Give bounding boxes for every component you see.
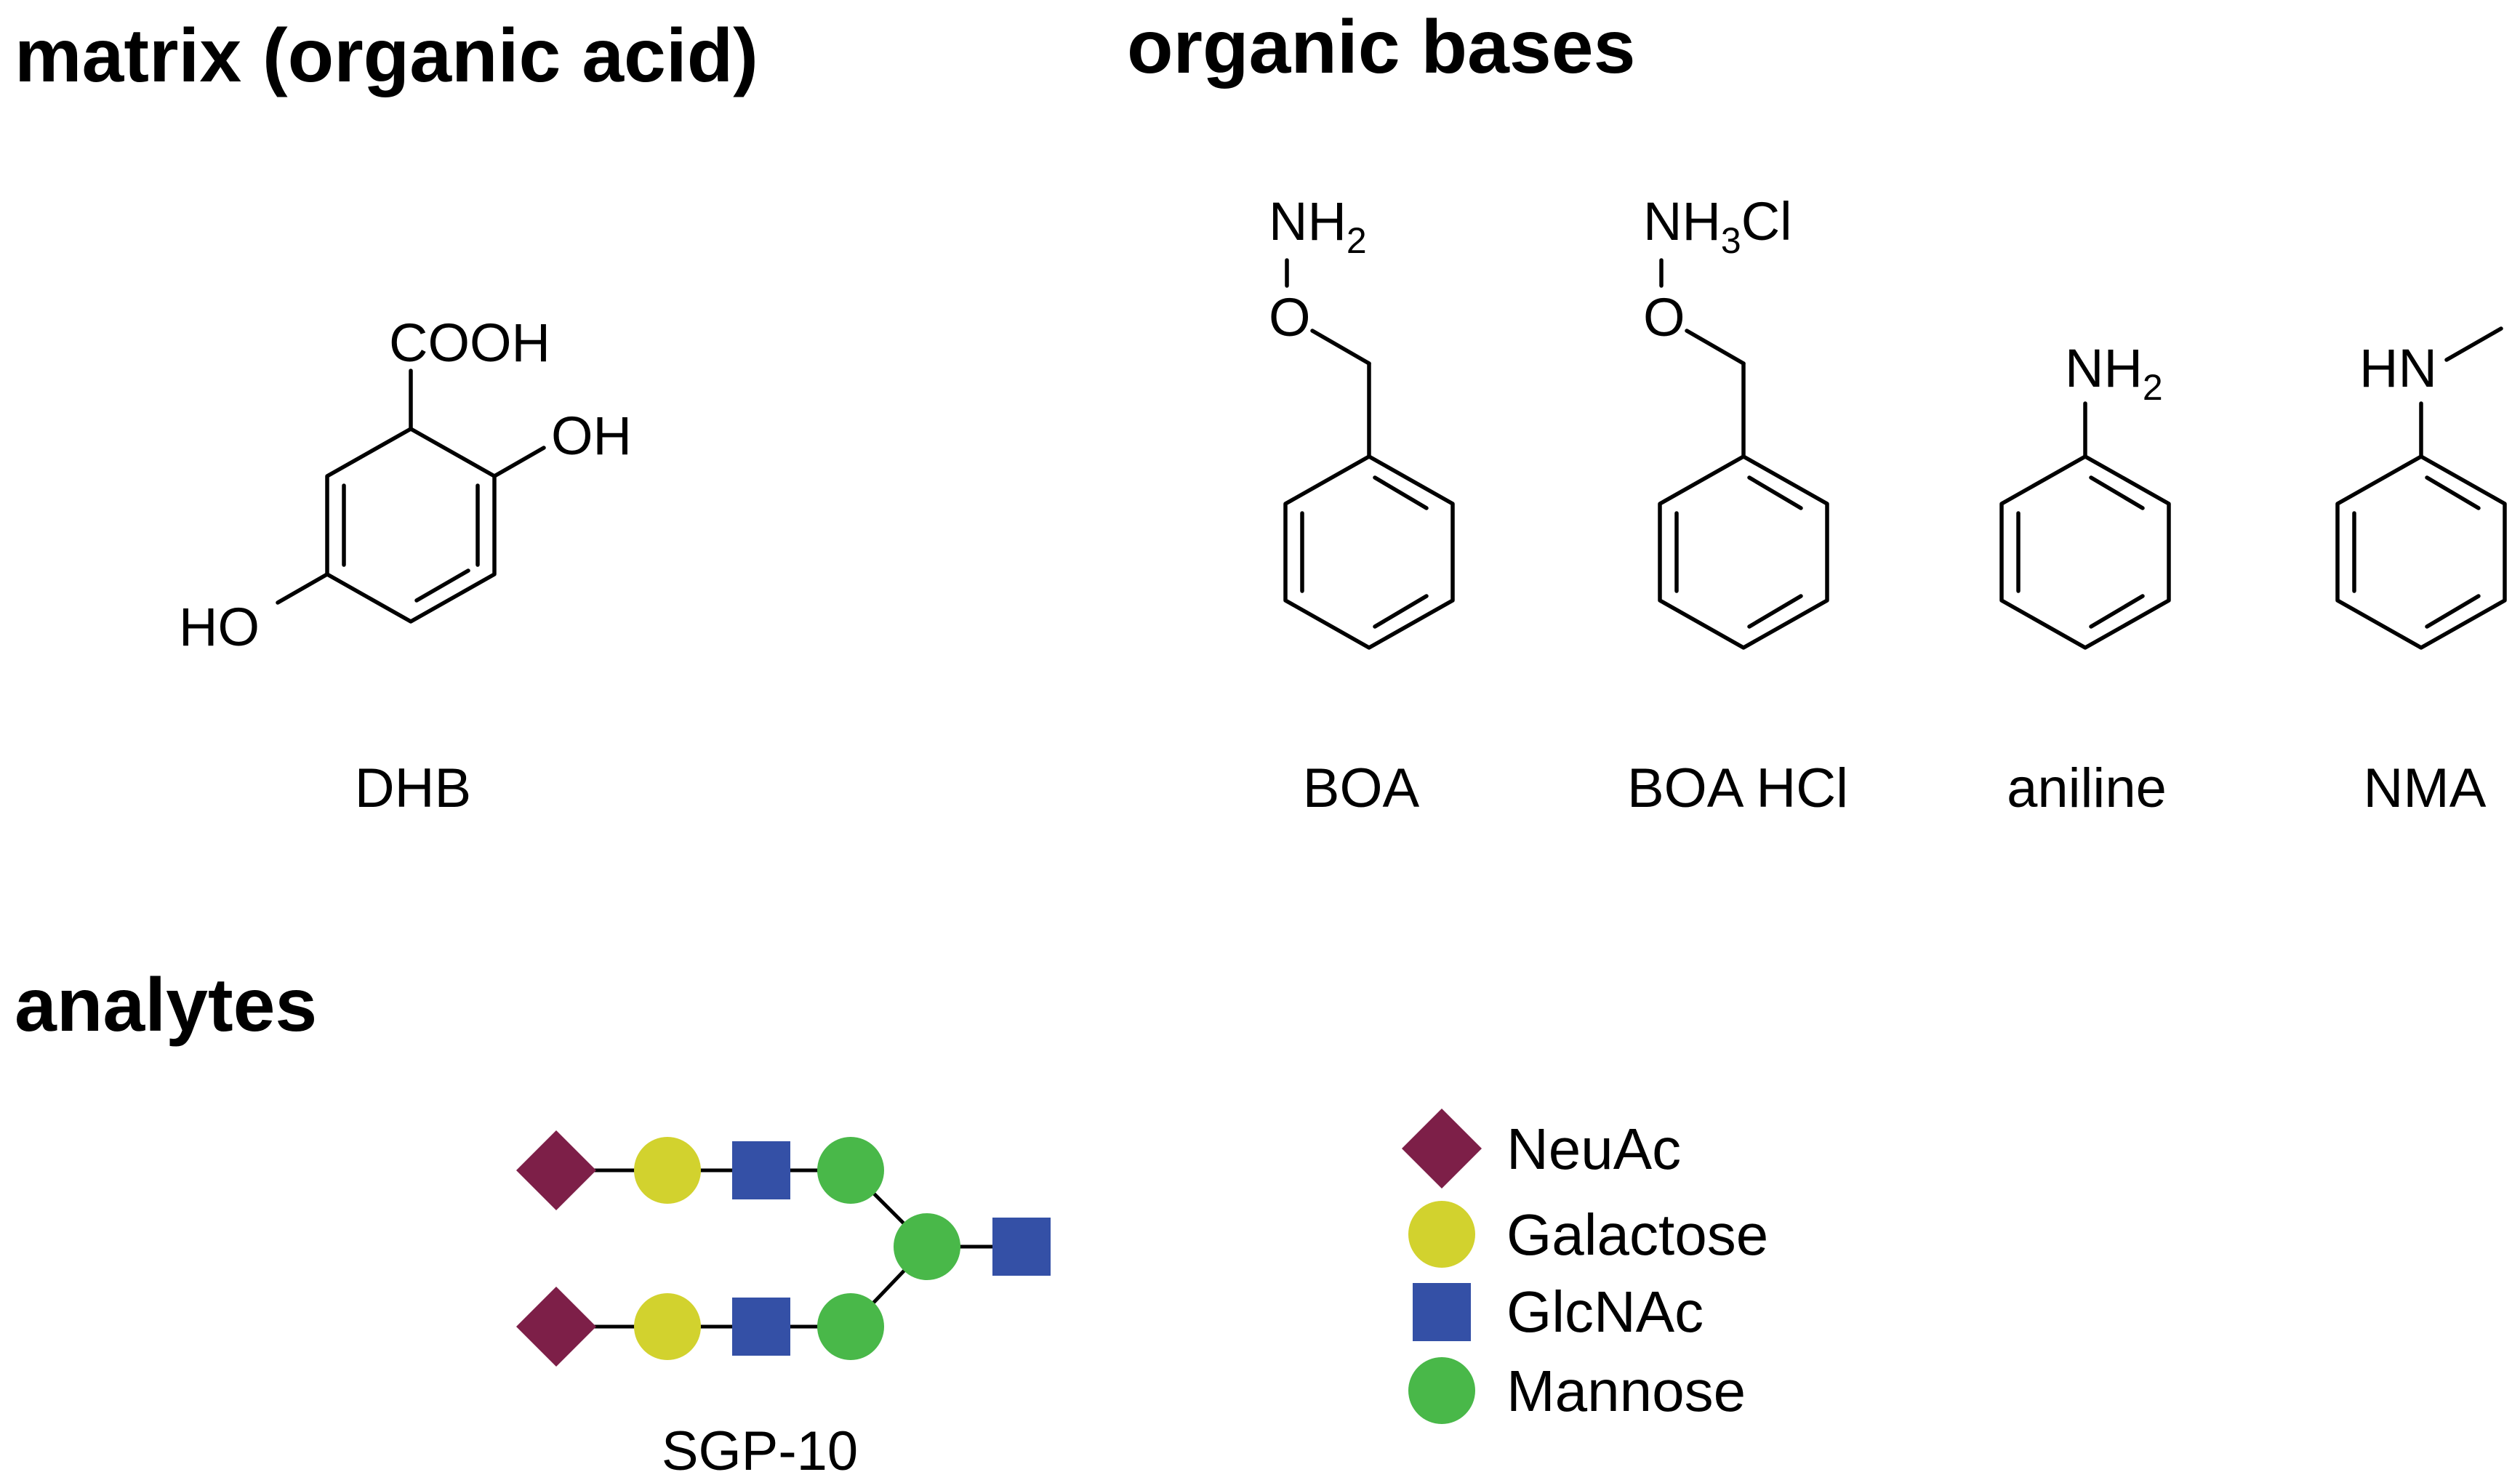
boahcl-oxygen-label: O xyxy=(1643,287,1685,347)
symbol-legend: NeuAc Galactose GlcNAc Mannose xyxy=(1402,1109,1768,1424)
mannose-circle xyxy=(817,1137,884,1204)
legend-item-neuac: NeuAc xyxy=(1402,1109,1681,1189)
neuac-diamond-icon xyxy=(1402,1109,1482,1189)
dhb-cooh-label: COOH xyxy=(389,313,550,373)
mannose-circle xyxy=(817,1293,884,1360)
nma-name: NMA xyxy=(2364,757,2487,819)
galactose-circle xyxy=(634,1293,701,1360)
boa-double-bond-bottom xyxy=(1373,594,1429,629)
nma-methyl-bond xyxy=(2444,326,2503,362)
nma-ring xyxy=(2335,454,2507,650)
glcnac-square xyxy=(732,1141,790,1199)
mannose-core-circle xyxy=(894,1213,960,1280)
dhb-double-bond-bottom xyxy=(414,568,470,603)
heading-organic-bases: organic bases xyxy=(1127,5,1635,89)
aniline-name: aniline xyxy=(2007,757,2167,819)
dhb-ring xyxy=(325,427,497,624)
neuac-diamond xyxy=(516,1130,596,1210)
aniline-structure: NH2 xyxy=(1999,338,2171,650)
glcnac-square xyxy=(732,1298,790,1356)
dhb-ho-label: HO xyxy=(179,597,260,657)
glcnac-square-icon xyxy=(1413,1283,1471,1341)
boahcl-double-bond-top xyxy=(1747,475,1803,510)
sgp10-glycan xyxy=(516,1130,1051,1367)
dhb-oh-label: OH xyxy=(551,406,632,466)
heading-matrix: matrix (organic acid) xyxy=(15,14,758,98)
boahcl-o-bond xyxy=(1685,329,1746,366)
legend-label: NeuAc xyxy=(1506,1117,1681,1181)
legend-item-glcnac: GlcNAc xyxy=(1413,1279,1704,1344)
dhb-structure: COOH OH HO xyxy=(179,313,632,657)
boahcl-ring xyxy=(1658,454,1829,650)
boahcl-double-bond-bottom xyxy=(1747,594,1803,629)
nma-double-bond-bottom xyxy=(2425,594,2481,629)
nma-structure: HN xyxy=(2335,326,2507,650)
nma-double-bond-top xyxy=(2425,475,2481,510)
legend-item-galactose: Galactose xyxy=(1408,1201,1768,1268)
dhb-name: DHB xyxy=(355,757,471,819)
glcnac-core-square xyxy=(992,1218,1051,1276)
aniline-ring xyxy=(1999,454,2171,650)
aniline-double-bond-top xyxy=(2089,475,2145,510)
heading-analytes: analytes xyxy=(15,963,317,1047)
dhb-oh-bond xyxy=(492,446,546,478)
boa-o-bond xyxy=(1310,329,1371,366)
aniline-double-bond-bottom xyxy=(2089,594,2145,629)
mannose-circle-icon xyxy=(1408,1357,1475,1424)
legend-label: GlcNAc xyxy=(1506,1279,1704,1344)
boahcl-structure: NH3Cl O xyxy=(1643,191,1829,650)
boa-amine-label: NH2 xyxy=(1269,191,1367,261)
dhb-bonds xyxy=(276,369,546,624)
galactose-circle-icon xyxy=(1408,1201,1475,1268)
neuac-diamond xyxy=(516,1287,596,1367)
boa-oxygen-label: O xyxy=(1269,287,1311,347)
legend-label: Mannose xyxy=(1506,1359,1746,1423)
nma-amine-label: HN xyxy=(2359,338,2437,398)
dhb-ho-bond xyxy=(276,572,329,605)
legend-label: Galactose xyxy=(1506,1202,1768,1267)
boa-structure: NH2 O xyxy=(1269,191,1455,650)
aniline-amine-label: NH2 xyxy=(2065,338,2163,408)
glycan-name: SGP-10 xyxy=(662,1420,858,1480)
boahcl-amine-label: NH3Cl xyxy=(1643,191,1792,261)
galactose-circle xyxy=(634,1137,701,1204)
boahcl-name: BOA HCl xyxy=(1627,757,1848,819)
boa-double-bond-top xyxy=(1373,475,1429,510)
boa-ring xyxy=(1283,454,1455,650)
boa-name: BOA xyxy=(1303,757,1420,819)
legend-item-mannose: Mannose xyxy=(1408,1357,1746,1424)
